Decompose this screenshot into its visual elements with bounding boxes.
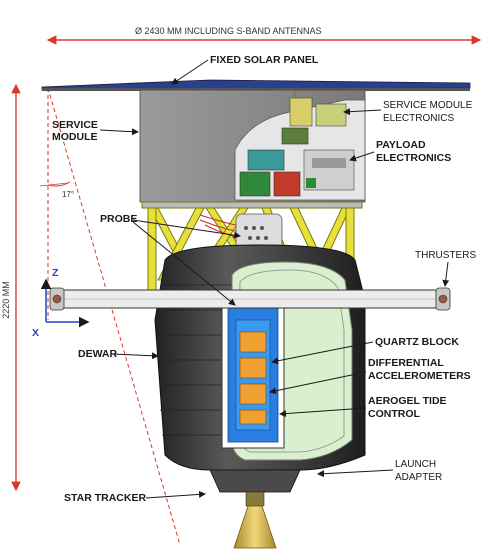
fixed-solar-panel: [41, 79, 471, 91]
service-module-label-2: MODULE: [52, 131, 98, 143]
width-dimension: Ø 2430 MM INCLUDING S-BAND ANTENNAS: [46, 26, 482, 45]
differential-accelerometers-label-2: ACCELEROMETERS: [368, 370, 471, 382]
dewar-label: DEWAR: [78, 348, 118, 360]
payload-electronics-label-2: ELECTRONICS: [376, 152, 451, 164]
probe-label: PROBE: [100, 213, 137, 225]
nozzle: [233, 491, 277, 549]
star-tracker-label: STAR TRACKER: [64, 492, 146, 504]
aerogel-tide-control-label-2: CONTROL: [368, 408, 420, 420]
service-module-electronics-label-2: ELECTRONICS: [383, 113, 454, 124]
width-dimension-label: Ø 2430 MM INCLUDING S-BAND ANTENNAS: [135, 26, 322, 36]
right-thruster-icon: [435, 287, 451, 311]
axis-x-label: X: [32, 327, 39, 339]
service-module-label-1: SERVICE: [52, 119, 98, 131]
probe-body: [221, 299, 285, 449]
thruster-boom: [49, 287, 451, 311]
angle-label: 17°: [62, 190, 74, 199]
payload-electronics-label-1: PAYLOAD: [376, 139, 426, 151]
left-thruster-icon: [49, 287, 65, 311]
launch-adapter: [209, 469, 301, 493]
service-module-electronics-label-1: SERVICE MODULE: [383, 100, 473, 111]
launch-adapter-label-1: LAUNCH: [395, 459, 436, 470]
coordinate-axes: Z X: [32, 267, 90, 339]
service-module: [139, 89, 366, 203]
differential-accelerometers-label-1: DIFFERENTIAL: [368, 357, 444, 369]
fixed-solar-panel-label: FIXED SOLAR PANEL: [210, 54, 319, 66]
height-dimension-label: 2220 MM: [1, 281, 11, 319]
field-of-view-lines: 17°: [39, 87, 181, 546]
aerogel-tide-control-label-1: AEROGEL TIDE: [368, 395, 447, 407]
quartz-block-label: QUARTZ BLOCK: [375, 336, 459, 348]
axis-z-label: Z: [52, 267, 59, 279]
thrusters-label: THRUSTERS: [415, 250, 476, 261]
height-dimension: 2220 MM: [1, 83, 21, 492]
launch-adapter-label-2: ADAPTER: [395, 472, 442, 483]
